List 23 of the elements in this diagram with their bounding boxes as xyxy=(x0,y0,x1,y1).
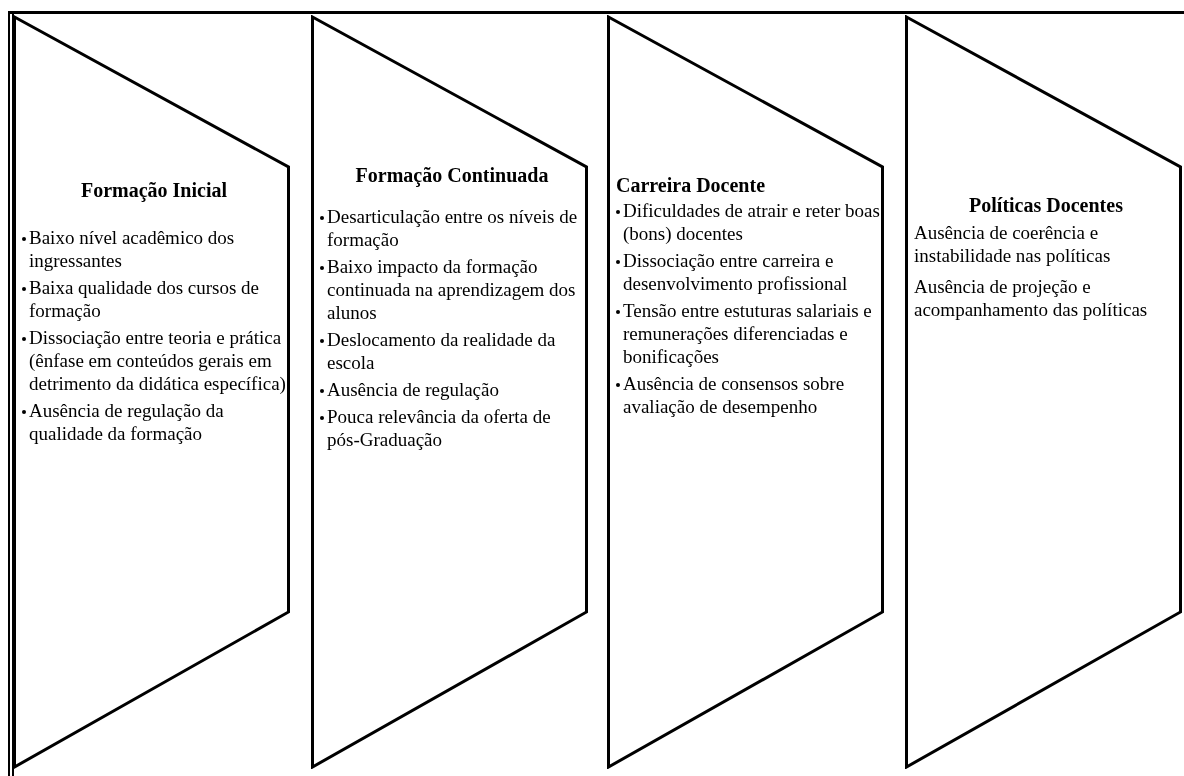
list-item-text: Deslocamento da realidade da escola xyxy=(327,328,557,374)
panel-heading: Formação Inicial xyxy=(79,178,229,202)
chevron-panel xyxy=(13,15,290,769)
list-item-text: Dissociação entre teoria e prática (ênfase em conteúdos gerais em detrimento da didática específica) xyxy=(29,326,286,395)
list-item-text: Pouca relevância da oferta de pós-Graduação xyxy=(327,405,552,451)
panel-heading: Políticas Docentes xyxy=(968,193,1124,217)
panel-heading: Carreira Docente xyxy=(616,173,766,197)
list-item-text: Baixo nível acadêmico dos ingressantes xyxy=(29,226,236,272)
list-item-text: Ausência de regulação da qualidade da formação xyxy=(29,399,225,445)
list-item-text: Tensão entre estuturas salariais e remunerações diferenciadas e bonificações xyxy=(623,299,873,368)
chevron-panel xyxy=(905,15,1182,769)
list-item-text: Dissociação entre carreira e desenvolvimento profissional xyxy=(623,249,849,295)
list-item-text: Dificuldades de atrair e reter boas (bons) docentes xyxy=(623,199,880,245)
list-item-text: Ausência de consensos sobre avaliação de desempenho xyxy=(623,372,846,418)
list-item-text: Baixa qualidade dos cursos de formação xyxy=(29,276,261,322)
chevron-panel xyxy=(311,15,588,769)
list-item-text: Baixo impacto da formação continuada na aprendizagem dos alunos xyxy=(327,255,577,324)
paragraph: Ausência de coerência e instabilidade nas políticas xyxy=(914,221,1112,267)
list-item-text: Ausência de regulação xyxy=(327,378,499,401)
paragraph: Ausência de projeção e acompanhamento das políticas xyxy=(914,275,1149,321)
panel-heading: Formação Continuada xyxy=(354,163,550,187)
chevron-panel xyxy=(607,15,884,769)
list-item-text: Desarticulação entre os níveis de formação xyxy=(327,205,579,251)
